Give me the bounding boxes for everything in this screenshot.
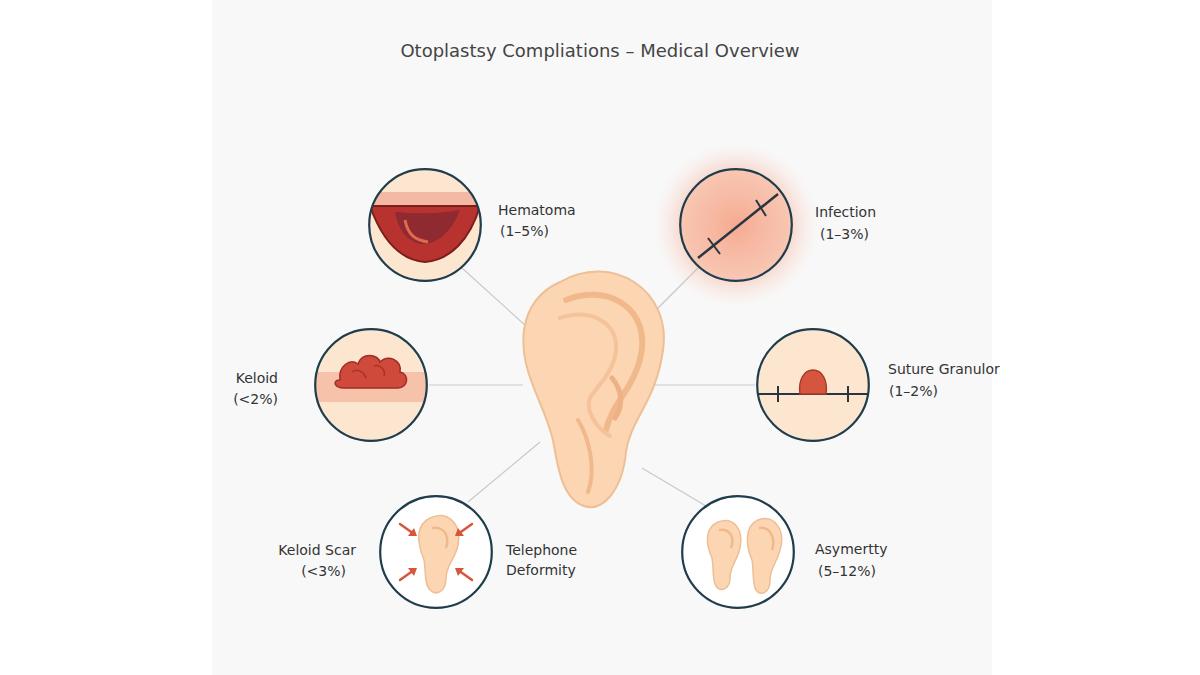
complication-circle: Hematoma(1–5%) bbox=[368, 168, 482, 282]
incidence-rate: (<3%) bbox=[301, 561, 346, 581]
incidence-rate: (5–12%) bbox=[818, 561, 876, 581]
keloid-illustration bbox=[310, 329, 435, 441]
telephone-deformity-illustration bbox=[380, 496, 492, 608]
complication-circle: Keloid(<2%) bbox=[314, 328, 428, 442]
infection-illustration bbox=[654, 143, 818, 307]
suture-granuloma-illustration bbox=[755, 329, 871, 441]
circle-outline bbox=[679, 168, 793, 282]
incidence-rate: (<2%) bbox=[233, 389, 278, 409]
circle-border bbox=[315, 329, 427, 441]
incidence-rate: Telephone Deformity bbox=[506, 540, 588, 580]
complication-circle: Asymertty(5–12%) bbox=[681, 495, 795, 609]
complication-name: Keloid bbox=[236, 368, 278, 388]
ear-illustration bbox=[523, 272, 664, 508]
circle-outline bbox=[368, 168, 482, 282]
circle-outline bbox=[379, 495, 493, 609]
circle-outline bbox=[681, 495, 795, 609]
complication-circle: Keloid Scar(<3%)Telephone Deformity bbox=[379, 495, 493, 609]
incidence-rate: (1–2%) bbox=[889, 381, 938, 401]
complication-name: Infection bbox=[815, 202, 876, 222]
complication-circle: Infection(1–3%) bbox=[679, 168, 793, 282]
circle-border bbox=[369, 169, 481, 281]
circle-border bbox=[757, 329, 869, 441]
asymmetry-illustration bbox=[682, 496, 794, 608]
complication-name: Hematoma bbox=[498, 200, 576, 220]
complication-name: Suture Granulor bbox=[888, 359, 1000, 379]
circle-border bbox=[680, 169, 792, 281]
complication-circle: Suture Granulor(1–2%) bbox=[756, 328, 870, 442]
circle-outline bbox=[756, 328, 870, 442]
diagram-title: Otoplastsy Compliations – Medical Overvi… bbox=[0, 40, 1200, 61]
hematoma-illustration bbox=[365, 169, 485, 281]
incidence-rate: (1–5%) bbox=[500, 221, 549, 241]
complication-name: Keloid Scar bbox=[278, 540, 356, 560]
incidence-rate: (1–3%) bbox=[820, 224, 869, 244]
circle-border bbox=[682, 496, 794, 608]
circle-border bbox=[380, 496, 492, 608]
circle-outline bbox=[314, 328, 428, 442]
complication-name: Asymertty bbox=[815, 539, 887, 559]
